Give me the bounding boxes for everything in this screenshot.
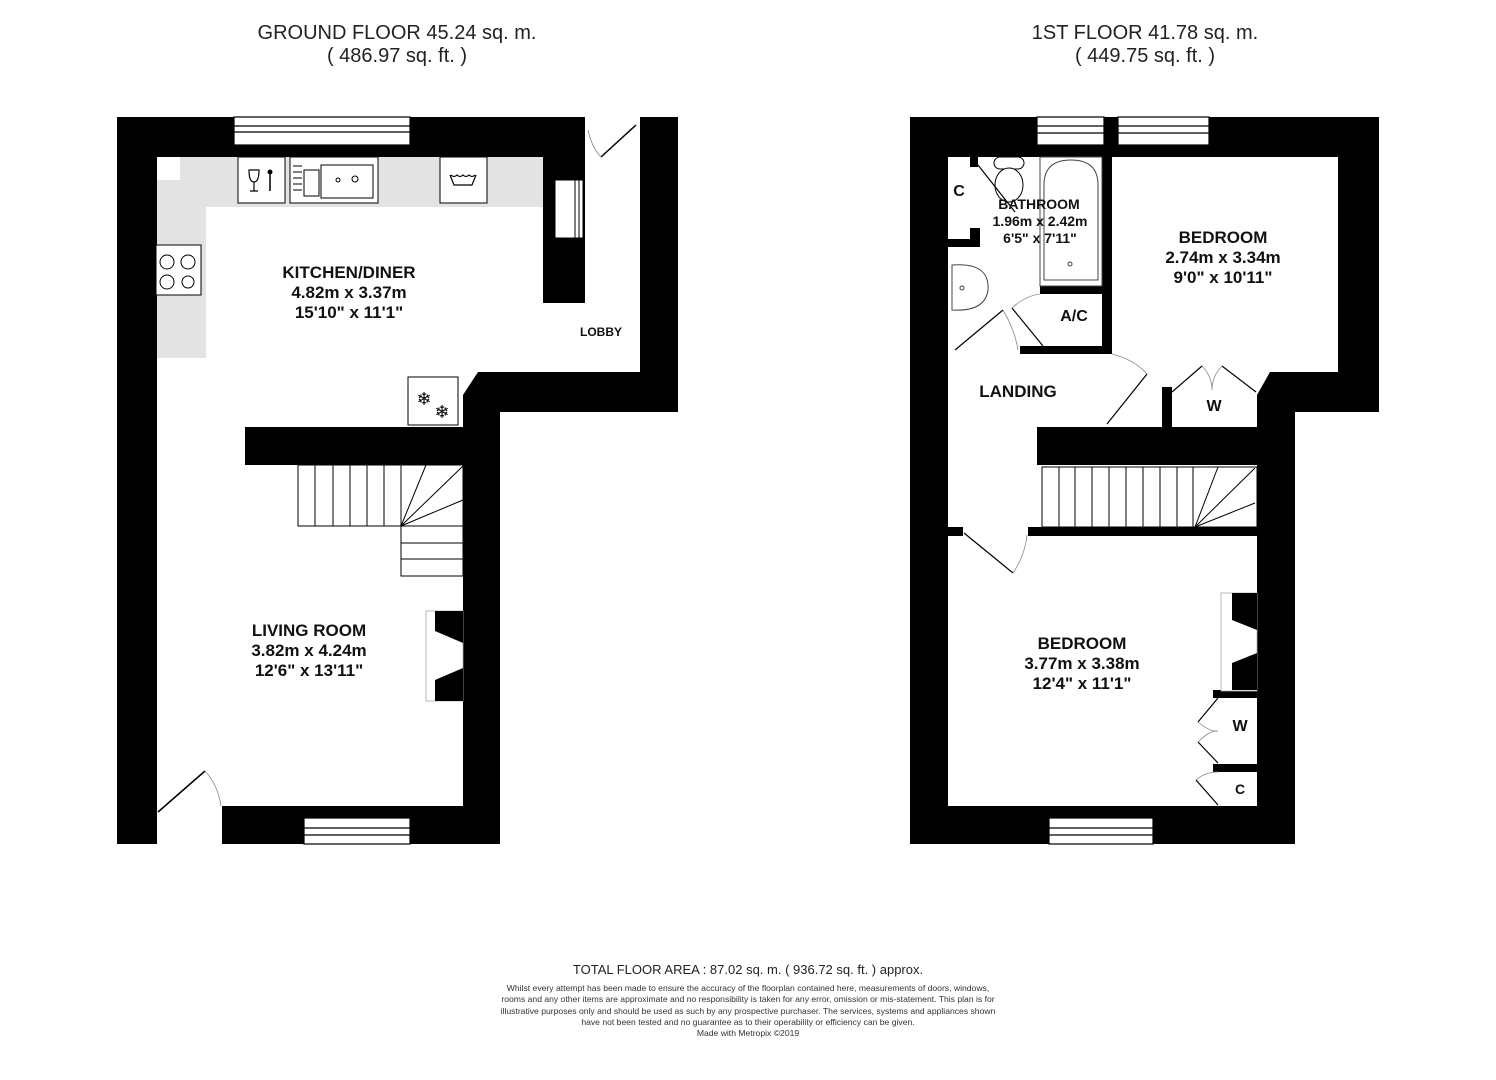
window-lobby	[554, 179, 584, 239]
svg-text:❄: ❄	[434, 402, 449, 422]
window-living-room	[303, 817, 411, 845]
room-label-bathroom: BATHROOM	[998, 196, 1079, 212]
first-floor-plan: C BATHROOM 1.96m x 2.42m 6'5" x 7'11" BE…	[910, 116, 1379, 845]
room-label-living-room: LIVING ROOM	[252, 621, 366, 640]
bedroom-1-door[interactable]	[1106, 353, 1148, 425]
fireplace-living-room	[425, 610, 464, 702]
room-label-bedroom-2: BEDROOM	[1038, 634, 1127, 653]
washing-machine-icon	[439, 156, 488, 204]
room-label-cupboard-c: C	[953, 183, 965, 200]
first-floor-walls	[910, 117, 1379, 844]
window-bathroom	[1036, 116, 1105, 146]
room-size-bedroom-2-imperial: 12'4" x 11'1"	[1033, 674, 1132, 693]
credit-text: Made with Metropix ©2019	[696, 1028, 800, 1039]
cupboard-door-bathroom[interactable]	[977, 164, 1016, 213]
ground-floor-area-metric: GROUND FLOOR 45.24 sq. m.	[257, 22, 537, 44]
airing-cupboard-door[interactable]	[1011, 293, 1044, 347]
room-size-bedroom-2-metric: 3.77m x 3.38m	[1024, 654, 1139, 673]
window-bedroom-1	[1117, 116, 1210, 146]
first-floor-area-metric: 1ST FLOOR 41.78 sq. m.	[1031, 22, 1259, 44]
room-label-bedroom-1: BEDROOM	[1179, 228, 1268, 247]
basin-icon	[951, 264, 989, 311]
ground-floor-plan: ❄ ❄ KITCHEN/DINER 4.82m x 3.37m 15'10" x…	[117, 116, 678, 845]
fridge-freezer-icon: ❄ ❄	[407, 376, 459, 426]
room-label-landing: LANDING	[979, 382, 1056, 401]
bathroom-door[interactable]	[954, 309, 1019, 351]
front-door[interactable]	[157, 770, 222, 844]
room-size-kitchen-imperial: 15'10" x 11'1"	[295, 303, 403, 322]
cupboard-bottom-door[interactable]	[1195, 771, 1219, 806]
room-size-bathroom-imperial: 6'5" x 7'11"	[1003, 230, 1077, 246]
toilet-icon	[993, 156, 1025, 203]
room-size-kitchen-metric: 4.82m x 3.37m	[291, 283, 406, 302]
total-floor-area: TOTAL FLOOR AREA : 87.02 sq. m. ( 936.72…	[572, 962, 924, 977]
bedroom-2-door[interactable]	[963, 532, 1028, 574]
room-label-lobby: LOBBY	[580, 325, 622, 339]
wardrobe-bottom-doors[interactable]	[1197, 697, 1219, 764]
room-label-wardrobe-bottom: W	[1232, 718, 1248, 735]
disclaimer-text: Whilst every attempt has been made to en…	[500, 983, 996, 1027]
first-floor-title: 1ST FLOOR 41.78 sq. m. ( 449.75 sq. ft. …	[995, 22, 1295, 68]
ground-floor-area-imperial: ( 486.97 sq. ft. )	[326, 45, 468, 67]
footer: TOTAL FLOOR AREA : 87.02 sq. m. ( 936.72…	[498, 962, 998, 1039]
room-size-living-imperial: 12'6" x 13'11"	[255, 661, 363, 680]
ground-floor-walls	[117, 117, 678, 844]
room-label-kitchen: KITCHEN/DINER	[282, 263, 415, 282]
room-label-wardrobe-top: W	[1206, 398, 1222, 415]
room-label-cupboard-bottom: C	[1235, 781, 1245, 797]
first-floor-area-imperial: ( 449.75 sq. ft. )	[1074, 45, 1216, 67]
staircase-first	[1041, 466, 1258, 528]
staircase-ground	[297, 464, 464, 577]
wardrobe-top-doors[interactable]	[1171, 365, 1257, 393]
room-size-bedroom-1-imperial: 9'0" x 10'11"	[1174, 268, 1273, 287]
room-size-bedroom-1-metric: 2.74m x 3.34m	[1165, 248, 1280, 267]
ground-floor-title: GROUND FLOOR 45.24 sq. m. ( 486.97 sq. f…	[197, 22, 597, 68]
room-size-living-metric: 3.82m x 4.24m	[251, 641, 366, 660]
sink-icon	[289, 156, 379, 204]
window-bedroom-2	[1048, 817, 1154, 845]
room-size-bathroom-metric: 1.96m x 2.42m	[993, 213, 1088, 229]
bath-icon	[1039, 156, 1103, 287]
back-door[interactable]	[585, 117, 640, 158]
hob-icon	[155, 244, 202, 296]
fireplace-bedroom	[1220, 592, 1258, 692]
window-kitchen	[233, 116, 411, 146]
room-label-airing-cupboard: A/C	[1060, 308, 1088, 325]
dishwasher-icon	[237, 156, 286, 204]
svg-text:❄: ❄	[416, 389, 431, 409]
